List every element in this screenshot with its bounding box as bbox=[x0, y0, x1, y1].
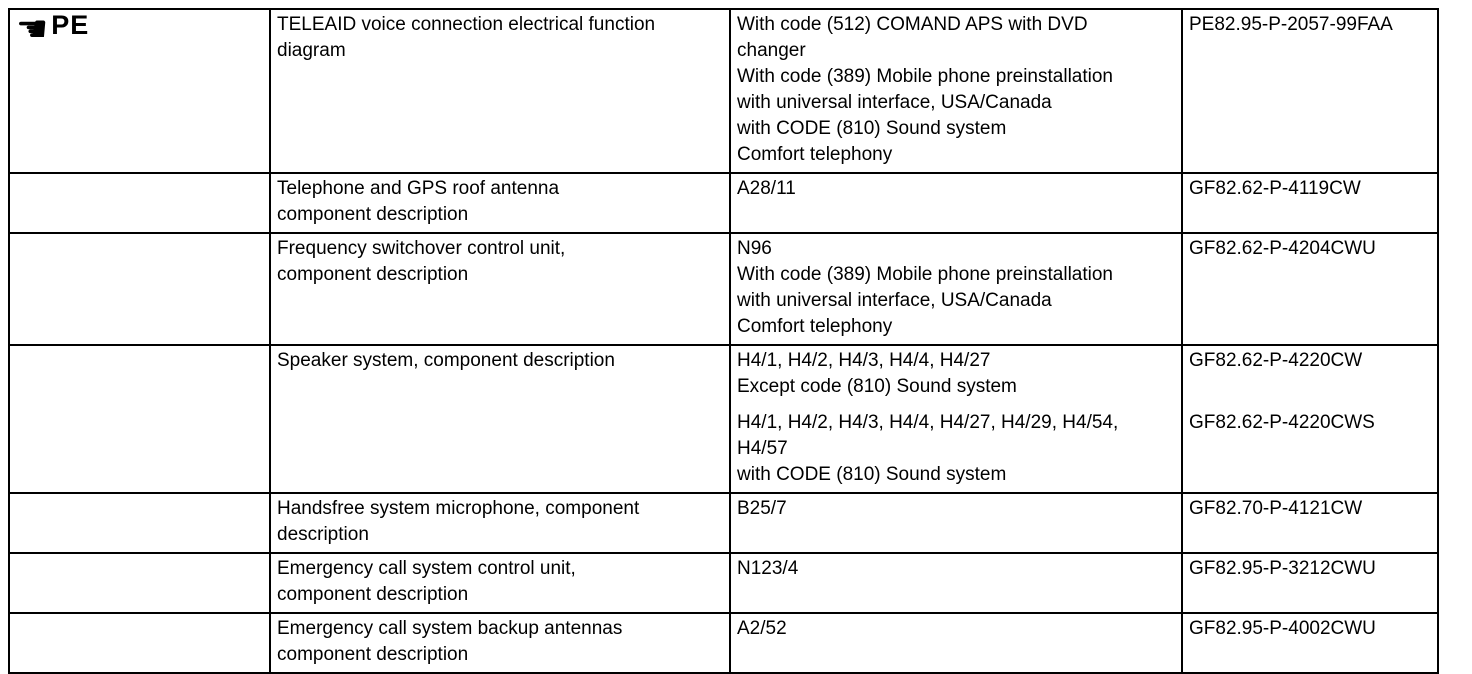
description-line: component description bbox=[277, 644, 469, 665]
description-line: Emergency call system control unit, bbox=[277, 558, 576, 579]
detail-block: A28/11 bbox=[737, 176, 1175, 202]
marker-cell bbox=[8, 612, 271, 674]
description-line: description bbox=[277, 524, 369, 545]
marker-cell bbox=[8, 344, 271, 494]
document-number[interactable]: GF82.70-P-4121CW bbox=[1189, 498, 1363, 519]
detail-line: A2/52 bbox=[737, 618, 787, 639]
description-line: diagram bbox=[277, 40, 346, 61]
service-literature-table: ☚PE TELEAID voice connection electrical … bbox=[8, 8, 1439, 674]
detail-block: H4/1, H4/2, H4/3, H4/4, H4/27, H4/29, H4… bbox=[737, 410, 1175, 488]
document-number[interactable]: PE82.95-P-2057-99FAA bbox=[1189, 14, 1393, 35]
table-row[interactable]: Emergency call system backup antennas com… bbox=[8, 612, 1439, 674]
documents-cell: GF82.62-P-4204CWU bbox=[1181, 232, 1439, 346]
marker-cell bbox=[8, 172, 271, 234]
pointing-hand-icon: ☚ bbox=[16, 9, 49, 50]
description-line: component description bbox=[277, 204, 469, 225]
documents-cell: PE82.95-P-2057-99FAA bbox=[1181, 8, 1439, 174]
documents-cell: GF82.62-P-4119CW bbox=[1181, 172, 1439, 234]
marker-cell bbox=[8, 232, 271, 346]
table-row[interactable]: Telephone and GPS roof antenna component … bbox=[8, 172, 1439, 234]
documents-cell: GF82.95-P-3212CWU bbox=[1181, 552, 1439, 614]
description-cell: Emergency call system backup antennas com… bbox=[269, 612, 731, 674]
detail-line: H4/57 bbox=[737, 438, 788, 459]
detail-line: H4/1, H4/2, H4/3, H4/4, H4/27 bbox=[737, 350, 991, 371]
details-cell: A2/52 bbox=[729, 612, 1183, 674]
description-line: component description bbox=[277, 264, 469, 285]
table-row[interactable]: Speaker system, component description H4… bbox=[8, 344, 1439, 494]
documents-cell: GF82.70-P-4121CW bbox=[1181, 492, 1439, 554]
detail-line: With code (389) Mobile phone preinstalla… bbox=[737, 66, 1113, 87]
description-line: Frequency switchover control unit, bbox=[277, 238, 566, 259]
description-line: Emergency call system backup antennas bbox=[277, 618, 623, 639]
detail-line: Comfort telephony bbox=[737, 316, 893, 337]
document-number[interactable]: GF82.95-P-3212CWU bbox=[1189, 558, 1376, 579]
document-number[interactable]: GF82.62-P-4220CW bbox=[1189, 350, 1363, 371]
documents-cell: GF82.62-P-4220CW GF82.62-P-4220CWS bbox=[1181, 344, 1439, 494]
description-line: TELEAID voice connection electrical func… bbox=[277, 14, 656, 35]
details-cell: With code (512) COMAND APS with DVD chang… bbox=[729, 8, 1183, 174]
description-line: Handsfree system microphone, component bbox=[277, 498, 640, 519]
details-cell: N123/4 bbox=[729, 552, 1183, 614]
description-cell: Speaker system, component description bbox=[269, 344, 731, 494]
detail-line: with CODE (810) Sound system bbox=[737, 118, 1007, 139]
detail-line: With code (512) COMAND APS with DVD bbox=[737, 14, 1088, 35]
details-cell: A28/11 bbox=[729, 172, 1183, 234]
description-cell: Emergency call system control unit, compo… bbox=[269, 552, 731, 614]
table-row[interactable]: Frequency switchover control unit, compon… bbox=[8, 232, 1439, 346]
table-row[interactable]: ☚PE TELEAID voice connection electrical … bbox=[8, 8, 1439, 174]
description-cell: Telephone and GPS roof antenna component … bbox=[269, 172, 731, 234]
detail-block: With code (512) COMAND APS with DVD chang… bbox=[737, 12, 1175, 168]
detail-block: A2/52 bbox=[737, 616, 1175, 642]
description-line: Speaker system, component description bbox=[277, 350, 615, 371]
table-row[interactable]: Handsfree system microphone, component de… bbox=[8, 492, 1439, 554]
document-number[interactable]: GF82.62-P-4220CWS bbox=[1189, 412, 1375, 433]
detail-line: Except code (810) Sound system bbox=[737, 376, 1017, 397]
detail-line: with universal interface, USA/Canada bbox=[737, 290, 1052, 311]
detail-block: B25/7 bbox=[737, 496, 1175, 522]
detail-line: N123/4 bbox=[737, 558, 799, 579]
document-number[interactable]: GF82.95-P-4002CWU bbox=[1189, 618, 1376, 639]
description-cell: Frequency switchover control unit, compon… bbox=[269, 232, 731, 346]
detail-line: changer bbox=[737, 40, 806, 61]
detail-line: With code (389) Mobile phone preinstalla… bbox=[737, 264, 1113, 285]
marker-label: PE bbox=[51, 10, 90, 40]
detail-line: A28/11 bbox=[737, 178, 796, 199]
document-number[interactable]: GF82.62-P-4204CWU bbox=[1189, 238, 1376, 259]
detail-line: B25/7 bbox=[737, 498, 787, 519]
detail-line: H4/1, H4/2, H4/3, H4/4, H4/27, H4/29, H4… bbox=[737, 412, 1119, 433]
documents-cell: GF82.95-P-4002CWU bbox=[1181, 612, 1439, 674]
detail-line: N96 bbox=[737, 238, 772, 259]
marker-cell bbox=[8, 492, 271, 554]
description-cell: TELEAID voice connection electrical func… bbox=[269, 8, 731, 174]
detail-line: with CODE (810) Sound system bbox=[737, 464, 1007, 485]
details-cell: B25/7 bbox=[729, 492, 1183, 554]
description-line: component description bbox=[277, 584, 469, 605]
table-row[interactable]: Emergency call system control unit, compo… bbox=[8, 552, 1439, 614]
detail-line: Comfort telephony bbox=[737, 144, 893, 165]
literature-table-body: ☚PE TELEAID voice connection electrical … bbox=[8, 8, 1439, 674]
description-cell: Handsfree system microphone, component de… bbox=[269, 492, 731, 554]
document-number[interactable]: GF82.62-P-4119CW bbox=[1189, 178, 1361, 199]
marker-cell bbox=[8, 552, 271, 614]
marker-cell: ☚PE bbox=[8, 8, 271, 174]
detail-block: N123/4 bbox=[737, 556, 1175, 582]
description-line: Telephone and GPS roof antenna bbox=[277, 178, 560, 199]
detail-line: with universal interface, USA/Canada bbox=[737, 92, 1052, 113]
